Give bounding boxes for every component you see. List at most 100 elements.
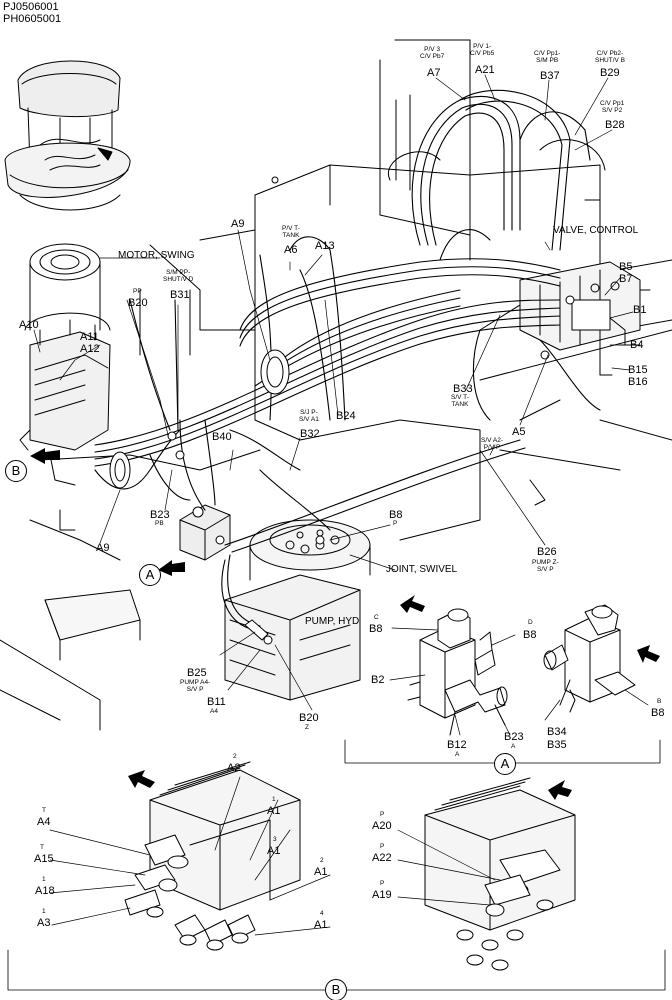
da-label-b23: B23 — [504, 731, 524, 743]
da-label-b35: B35 — [547, 739, 567, 751]
desc-b33: S/V T- TANK — [451, 394, 469, 408]
db-num-2b: 2 — [320, 857, 324, 864]
db-letter-t1: T — [42, 807, 46, 814]
label-b26: B26 — [537, 546, 557, 558]
label-motor-swing: MOTOR, SWING — [118, 250, 195, 261]
db-letter-p1: P — [380, 811, 385, 818]
label-a9-left: A9 — [96, 542, 110, 554]
shuttle-valve-body — [179, 504, 231, 561]
desc-b25: PUMP A4- S/V P — [180, 679, 211, 693]
label-b8: B8 — [389, 509, 403, 521]
desc-a5: S/V A2- P/V P — [481, 437, 504, 451]
desc-a6: P/V T- TANK — [282, 225, 300, 239]
label-b20: B20 — [128, 297, 148, 309]
desc-b20: PP — [133, 288, 142, 295]
da-letter-b: B — [657, 698, 662, 705]
label-b7: B7 — [619, 273, 633, 285]
desc-b28: C/V Pp1 S/V P2 — [600, 100, 625, 114]
label-joint-swivel: JOINT, SWIVEL — [386, 564, 458, 575]
machine-thumbnail — [4, 60, 131, 211]
db-label-a3: A3 — [37, 917, 51, 929]
label-b31: B31 — [170, 289, 190, 301]
db-letter-p3: P — [380, 880, 385, 887]
db-label-a19: A19 — [372, 889, 392, 901]
label-b5: B5 — [619, 261, 633, 273]
label-a21: A21 — [475, 64, 495, 76]
callout-a-main: A — [139, 564, 161, 586]
da-letter-c: C — [374, 614, 379, 621]
db-label-a1d: A1 — [314, 919, 328, 931]
callout-a-detail: A — [494, 753, 516, 775]
sub-b23: PB — [155, 520, 164, 527]
label-a13: A13 — [315, 240, 335, 252]
label-b32: B32 — [300, 428, 320, 440]
label-b24: B24 — [336, 410, 356, 422]
label-a12: A12 — [80, 343, 100, 355]
label-pump-hyd: PUMP, HYD — [305, 616, 360, 627]
da-label-b8-b: B8 — [651, 707, 665, 719]
db-label-a4: A4 — [37, 816, 51, 828]
label-b33: B33 — [453, 383, 473, 395]
db-label-a22: A22 — [372, 852, 392, 864]
label-b29: B29 — [600, 67, 620, 79]
drawing-number-2: PH0605001 — [3, 13, 62, 25]
db-label-a1b: A1 — [267, 845, 281, 857]
db-num-1b: 1 — [42, 876, 46, 883]
sub-b20b: Z — [305, 724, 309, 731]
swivel-joint — [249, 519, 371, 581]
db-label-a1a: A1 — [267, 805, 281, 817]
fittings — [167, 176, 575, 645]
da-letter-d: D — [528, 619, 533, 626]
label-a9-top: A9 — [231, 218, 245, 230]
db-num-1a: 1 — [272, 796, 276, 803]
callout-arrows — [30, 448, 185, 576]
db-label-a20: A20 — [372, 820, 392, 832]
label-b4: B4 — [630, 339, 644, 351]
db-label-a18: A18 — [35, 885, 55, 897]
label-valve-control: VALVE, CONTROL — [553, 225, 639, 236]
desc-b26: PUMP Z- S/V P — [532, 559, 559, 573]
swing-motor — [19, 243, 111, 486]
label-a6: A6 — [284, 244, 298, 256]
db-num-4: 4 — [320, 910, 324, 917]
desc-a21: P/V 1- C/V Pb5 — [470, 43, 495, 57]
da-sub-b23: A — [511, 743, 516, 750]
da-sub-b12: A — [455, 751, 460, 758]
da-label-b34: B34 — [547, 726, 567, 738]
label-b40: B40 — [212, 431, 232, 443]
label-b20b: B20 — [299, 712, 319, 724]
desc-a7: P/V 3 C/V Pb7 — [420, 46, 445, 60]
hydraulic-pump — [224, 574, 361, 701]
label-b25: B25 — [187, 667, 207, 679]
desc-b32: S/J P- S/V A1 — [299, 409, 319, 423]
db-num-2: 2 — [233, 753, 237, 760]
label-b37: B37 — [540, 70, 560, 82]
label-a7: A7 — [427, 67, 441, 79]
label-a5: A5 — [512, 426, 526, 438]
detail-a — [344, 595, 661, 764]
da-label-b2: B2 — [371, 674, 385, 686]
leader-lines — [33, 74, 634, 711]
db-label-a1c: A1 — [314, 866, 328, 878]
label-a10: A10 — [19, 319, 39, 331]
detail-b — [7, 761, 666, 991]
label-b28: B28 — [605, 119, 625, 131]
db-letter-t2: T — [40, 844, 44, 851]
callout-b-main: B — [5, 460, 27, 482]
desc-b37: C/V Pp1- S/M PB — [534, 50, 561, 64]
desc-b31: S/M PP- SHUT/V D — [163, 269, 194, 283]
db-letter-p2: P — [380, 843, 385, 850]
sub-b8: P — [393, 520, 398, 527]
label-b1: B1 — [633, 304, 647, 316]
drawing-number-1: PJ0506001 — [3, 1, 59, 13]
db-num-1c: 1 — [42, 908, 46, 915]
label-b16: B16 — [628, 376, 648, 388]
sub-b11: A4 — [210, 708, 218, 715]
da-label-b8-d: B8 — [523, 629, 537, 641]
label-b23: B23 — [150, 509, 170, 521]
label-b11: B11 — [207, 696, 226, 708]
da-label-b12: B12 — [447, 739, 467, 751]
callout-b-detail: B — [325, 979, 347, 1000]
